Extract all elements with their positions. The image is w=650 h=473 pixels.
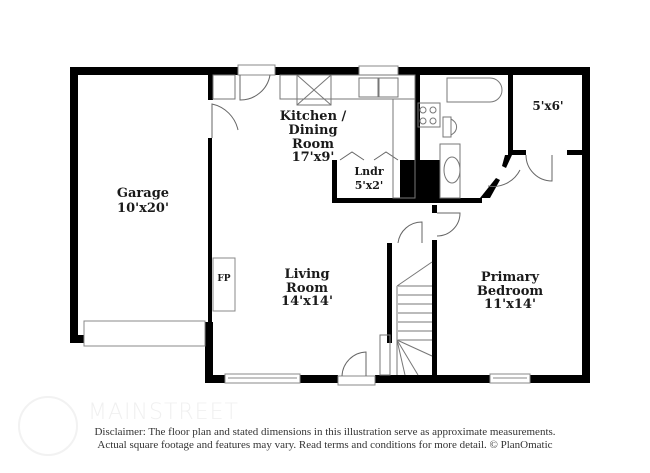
watermark-brand: MAINSTREET: [88, 400, 239, 425]
living-label-1: Living: [284, 267, 329, 282]
laundry-label: Lndr: [354, 165, 383, 178]
windows: [83, 64, 531, 386]
walls: [70, 67, 590, 383]
disclaimer-line-2: Actual square footage and features may v…: [97, 439, 553, 451]
fireplace-label: FP: [217, 274, 230, 284]
garage-label: Garage: [117, 186, 169, 201]
living-dims: 14'x14': [281, 294, 333, 309]
garage-dims: 10'x20': [117, 201, 169, 216]
closet-dims: 5'x6': [532, 99, 563, 113]
disclaimer-line-1: Disclaimer: The floor plan and stated di…: [94, 426, 556, 438]
bedroom-label-2: Bedroom: [477, 284, 544, 299]
kitchen-label-1: Kitchen /: [280, 109, 347, 124]
fixtures: [212, 74, 503, 376]
kitchen-label-2: Dining: [288, 123, 337, 138]
kitchen-dims: 17'x9': [292, 150, 335, 165]
kitchen-label-3: Room: [292, 137, 334, 152]
bedroom-dims: 11'x14': [484, 297, 536, 312]
bedroom-label-1: Primary: [481, 270, 540, 285]
watermark-logo-icon: [18, 396, 78, 456]
doors: [211, 74, 553, 377]
laundry-dims: 5'x2': [355, 179, 384, 192]
living-label-2: Room: [286, 281, 328, 296]
